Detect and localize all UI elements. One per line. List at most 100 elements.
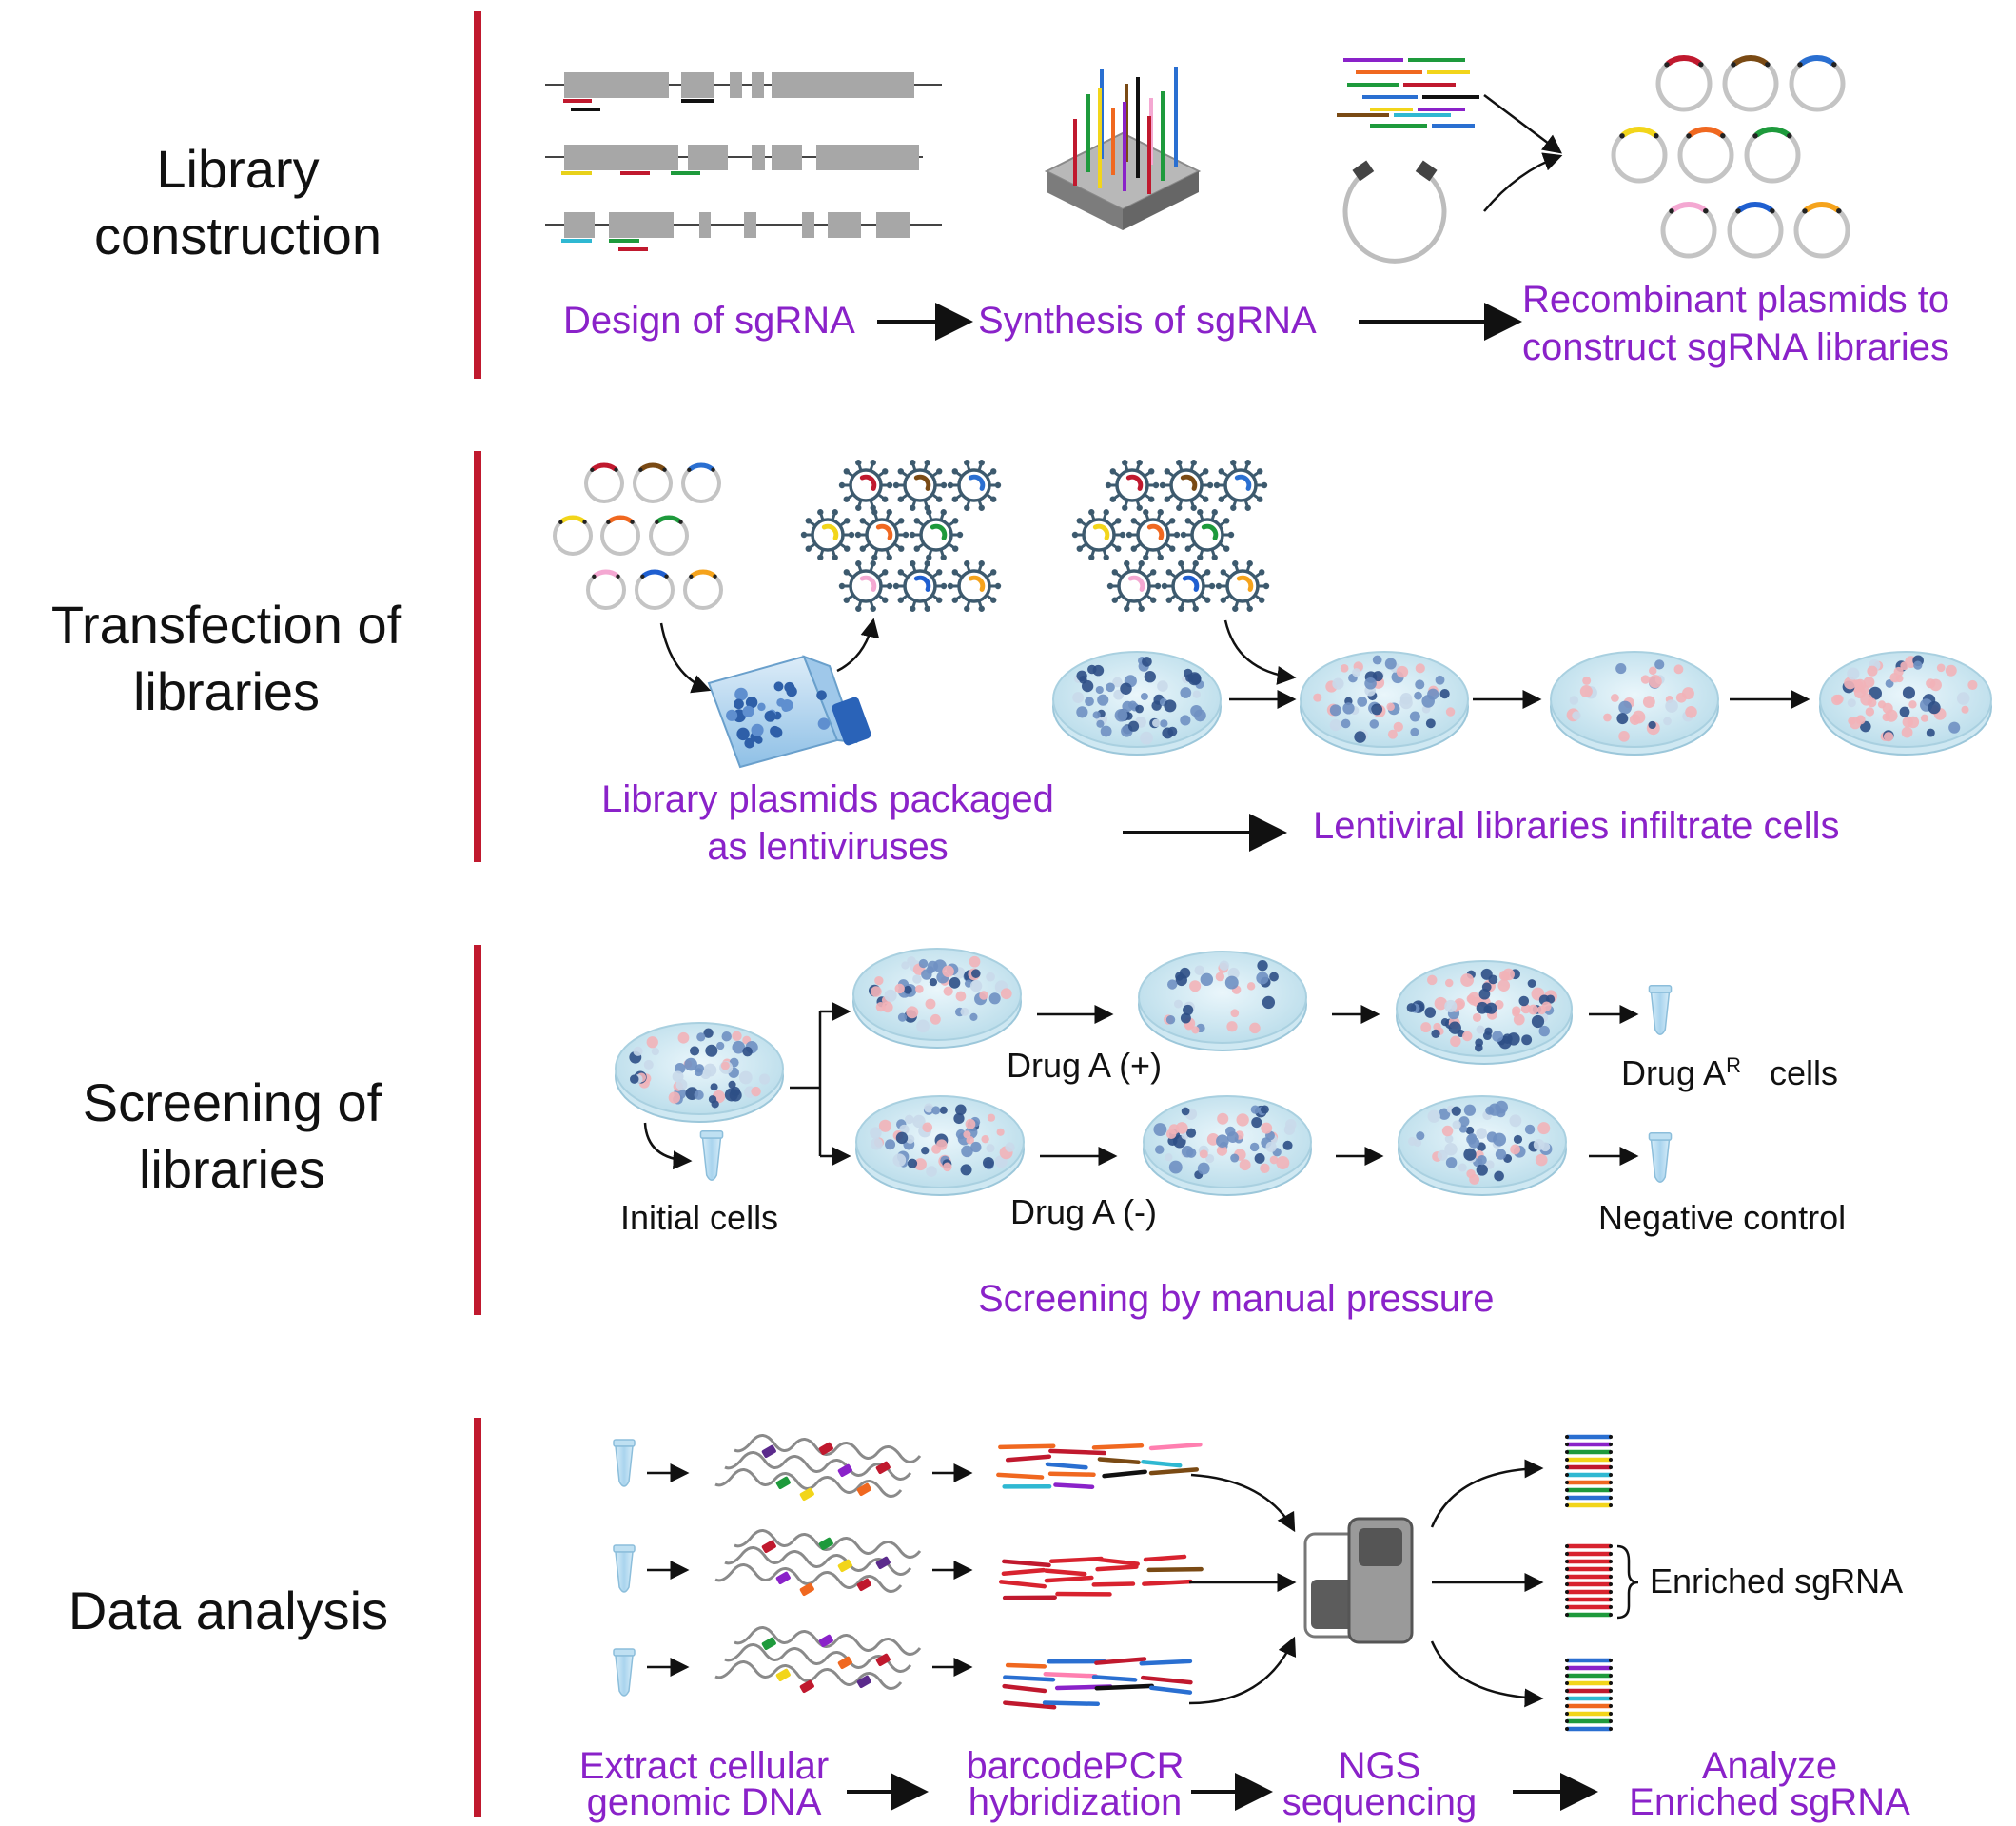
linearized-plasmid-vector xyxy=(1342,160,1447,264)
read-end-right xyxy=(1609,1560,1613,1563)
petri-dish-icon xyxy=(1143,1095,1312,1196)
plasmid-icon xyxy=(1660,202,1717,259)
pcr-fragment xyxy=(1005,1454,1052,1463)
read-end-left xyxy=(1565,1666,1569,1670)
cell xyxy=(734,698,744,710)
label-initial-cells: Initial cells xyxy=(620,1198,779,1237)
sgrna-tag xyxy=(856,1675,871,1689)
plasmid-icon xyxy=(1655,55,1713,112)
sgrna-tag xyxy=(799,1582,814,1597)
pcr-fragment xyxy=(1148,1443,1203,1451)
pcr-fragment xyxy=(1091,1581,1136,1587)
sgrna-tag xyxy=(775,1476,791,1490)
cell xyxy=(816,690,827,700)
cell xyxy=(726,709,738,721)
plasmid-icon xyxy=(1793,202,1850,259)
petri-dish-icon xyxy=(615,1022,784,1123)
read-end-left xyxy=(1565,1605,1569,1609)
enriched-bracket xyxy=(1616,1544,1639,1620)
label-extract-line1: Extract cellular xyxy=(578,1745,830,1787)
cell xyxy=(754,736,763,744)
pcr-fragment xyxy=(1091,1443,1145,1450)
label-ngs-line2: sequencing xyxy=(1282,1781,1478,1823)
plasmid-icon xyxy=(1677,127,1734,184)
read-end-right xyxy=(1609,1674,1613,1678)
read-end-right xyxy=(1609,1590,1613,1594)
label-cells: cells xyxy=(1769,1053,1838,1092)
label-drug-plus: Drug A (+) xyxy=(1007,1046,1163,1085)
sgrna-tag xyxy=(856,1482,871,1497)
section-title-transfection: Transfection of libraries xyxy=(50,595,402,721)
microtube-icon xyxy=(613,1439,636,1487)
dna-strand xyxy=(714,1468,903,1498)
read-end-left xyxy=(1565,1481,1569,1484)
dna-strand xyxy=(734,1434,922,1463)
microtube-icon xyxy=(699,1130,724,1181)
sgrna-tag xyxy=(818,1442,833,1456)
lentivirus-icon xyxy=(854,509,910,560)
sgrna-tag xyxy=(856,1578,871,1592)
cell xyxy=(781,703,791,712)
screening-microtubes xyxy=(699,985,1673,1183)
read-end-right xyxy=(1609,1488,1613,1492)
petri-dish-icon xyxy=(1052,651,1222,756)
lentivirus-icon xyxy=(1215,560,1270,612)
pcr-fragment xyxy=(1048,1556,1104,1563)
label-recombinant-line2: construct sgRNA libraries xyxy=(1522,326,1950,368)
read-end-left xyxy=(1565,1697,1569,1700)
read-end-left xyxy=(1565,1659,1569,1662)
pcr-fragment xyxy=(1148,1467,1200,1476)
read-end-left xyxy=(1565,1488,1569,1492)
pcr-fragment xyxy=(1048,1448,1107,1456)
pcr-fragment xyxy=(1043,1568,1087,1577)
lentivirus-icon xyxy=(909,509,964,560)
plasmid-icon xyxy=(633,462,673,503)
section-title-library: Library construction xyxy=(94,139,382,265)
merge-arrows xyxy=(1483,93,1563,212)
arrow-fragments3-to-ngs xyxy=(1188,1636,1297,1705)
plasmid-icon xyxy=(635,569,675,610)
label-analyze-line2: Enriched sgRNA xyxy=(1629,1781,1910,1823)
read-end-right xyxy=(1609,1727,1613,1731)
read-end-left xyxy=(1565,1567,1569,1571)
microtube-icon xyxy=(1648,1132,1673,1183)
lentiviral-library xyxy=(1071,460,1270,612)
arrow-virus-to-dish xyxy=(1223,619,1297,685)
label-extract-line2: genomic DNA xyxy=(586,1781,822,1823)
oligo-chip-icon xyxy=(1044,67,1202,230)
read-end-right xyxy=(1609,1575,1613,1579)
pcr-fragment xyxy=(1001,1567,1047,1577)
lentivirus-icon xyxy=(1106,560,1162,612)
branch-connector xyxy=(790,1002,851,1166)
lentivirus-icon xyxy=(1071,509,1126,560)
label-packaged-line1: Library plasmids packaged xyxy=(601,778,1054,820)
label-drug-minus: Drug A (-) xyxy=(1010,1192,1158,1231)
read-end-left xyxy=(1565,1552,1569,1556)
lentivirus-icon xyxy=(838,560,893,612)
read-end-right xyxy=(1609,1719,1613,1723)
sgrna-read-stacks xyxy=(1565,1434,1613,1732)
section-bar-library xyxy=(474,11,481,379)
cell xyxy=(773,681,784,692)
label-infiltrate: Lentiviral libraries infiltrate cells xyxy=(1313,805,1840,847)
sgrna-tag xyxy=(761,1637,776,1651)
plasmid-icon xyxy=(553,515,593,556)
cell xyxy=(771,727,783,738)
read-end-left xyxy=(1565,1582,1569,1586)
label-analyze-line1: Analyze xyxy=(1701,1745,1838,1787)
section-bar-analysis xyxy=(474,1418,481,1817)
sgrna-tag xyxy=(818,1634,833,1648)
pcr-fragment xyxy=(1091,1675,1138,1682)
label-drug-resistant: Drug AR cells xyxy=(1621,1045,1838,1094)
read-end-right xyxy=(1609,1613,1613,1617)
section-bar-screening xyxy=(474,945,481,1315)
cell xyxy=(817,717,831,730)
pcr-fragment xyxy=(998,1580,1047,1589)
read-end-left xyxy=(1565,1727,1569,1731)
plasmid-icon xyxy=(649,515,689,556)
arrow-initial-to-tube xyxy=(643,1122,693,1170)
pcr-fragment xyxy=(1141,1459,1183,1468)
gene-structure-diagram xyxy=(545,72,942,251)
read-end-left xyxy=(1565,1544,1569,1548)
sgrna-tag xyxy=(775,1571,791,1585)
